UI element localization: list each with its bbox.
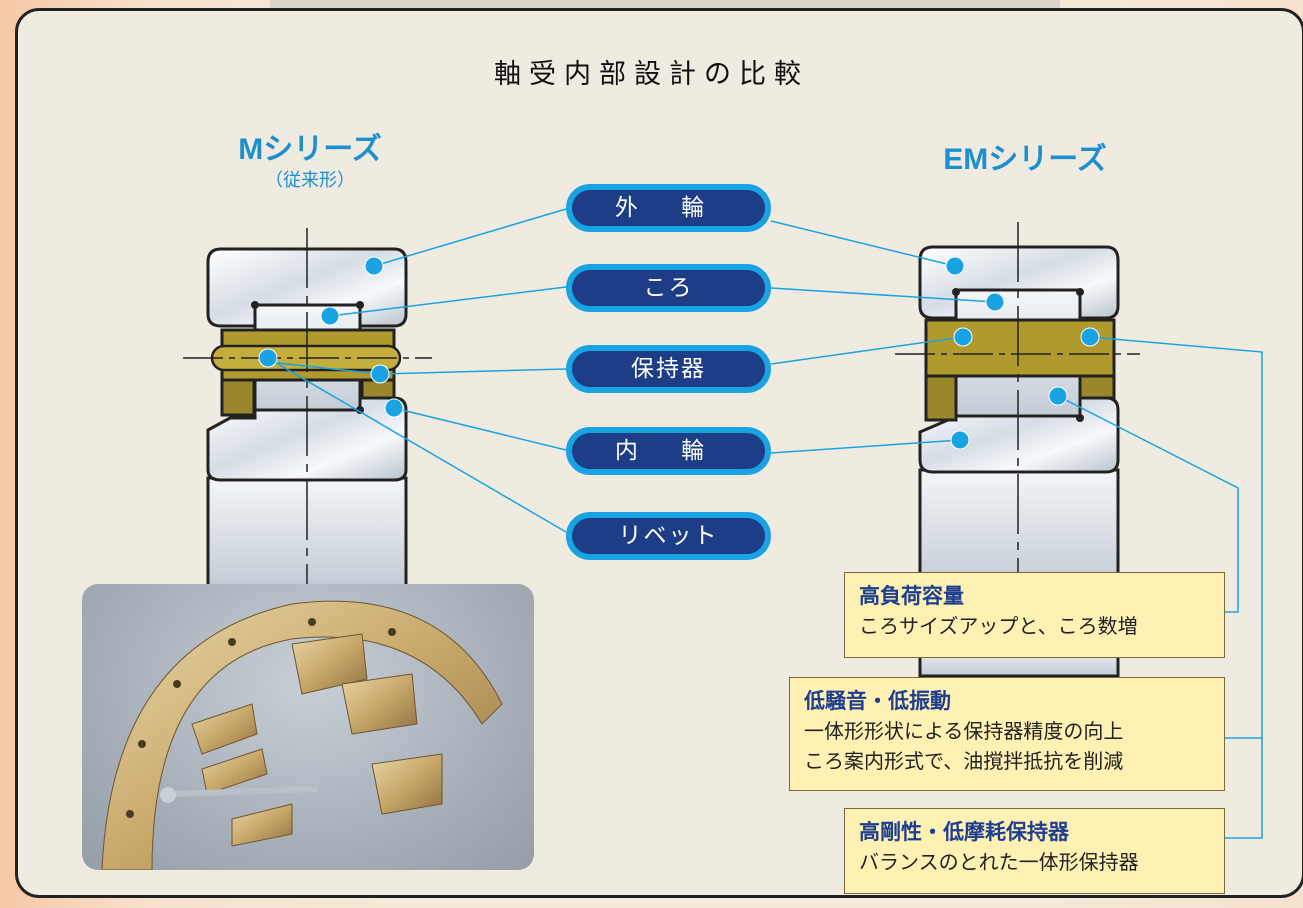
label-roller: ころ: [566, 264, 771, 312]
brass-cage-illustration: [101, 600, 503, 870]
em-series-title: EMシリーズ: [943, 143, 1107, 176]
label-cage: 保持器: [566, 345, 771, 393]
label-rivet: リベット: [566, 512, 771, 560]
marker-dots: [258, 256, 1100, 450]
cage-photo: [82, 584, 534, 870]
label-inner-ring: 内 輪: [566, 427, 771, 475]
callout-high-load-text: ころサイズアップと、ころ数増: [859, 614, 1138, 638]
callout-high-rigidity-heading: 高剛性・低摩耗保持器: [859, 820, 1069, 844]
callout-low-noise: 低騒音・低振動 一体形形状による保持器精度の向上 ころ案内形式で、油撹拌抵抗を削…: [789, 677, 1225, 791]
callout-high-rigidity: 高剛性・低摩耗保持器 バランスのとれた一体形保持器: [844, 808, 1225, 894]
callout-high-load-heading: 高負荷容量: [859, 584, 964, 608]
leader-lines: [265, 208, 1263, 839]
callout-low-noise-text-1: 一体形形状による保持器精度の向上: [804, 719, 1124, 743]
m-series-bearing: [183, 228, 432, 588]
m-series-subtitle: （従来形）: [265, 170, 355, 191]
callout-high-load: 高負荷容量 ころサイズアップと、ころ数増: [844, 572, 1225, 658]
callout-low-noise-heading: 低騒音・低振動: [804, 689, 951, 713]
diagram-title: 軸受内部設計の比較: [494, 59, 809, 90]
callout-high-rigidity-text: バランスのとれた一体形保持器: [859, 850, 1139, 874]
m-series-title: Mシリーズ: [238, 133, 382, 166]
label-outer-ring: 外 輪: [566, 184, 771, 232]
callout-low-noise-text-2: ころ案内形式で、油撹拌抵抗を削減: [804, 749, 1124, 773]
